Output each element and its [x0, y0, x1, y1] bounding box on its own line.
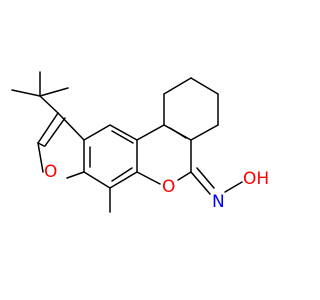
tert-butyl-group	[11, 71, 69, 114]
benzene-ring	[83, 124, 138, 189]
oxime-group	[190, 167, 243, 195]
pyran-ring	[136, 124, 192, 185]
oxime-nitrogen-label: N	[212, 192, 225, 212]
hydroxyl-label: OH	[243, 169, 269, 189]
structure-canvas: O O N OH	[11, 71, 269, 213]
furan-oxygen-label: O	[44, 162, 57, 182]
molecule-drawing: O O N OH	[11, 71, 269, 213]
cyclohexene-ring	[163, 77, 219, 141]
pyran-oxygen-label: O	[162, 177, 175, 197]
furan-ring	[37, 112, 85, 179]
